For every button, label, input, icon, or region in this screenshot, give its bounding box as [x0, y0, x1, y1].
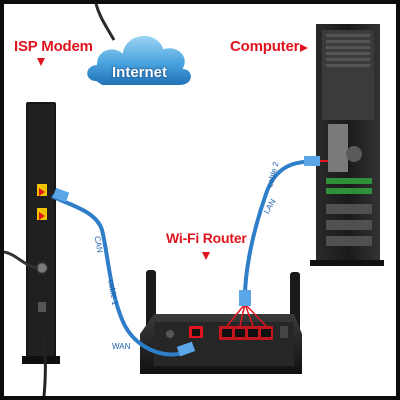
computer-label: Computer	[230, 38, 300, 55]
diagram-canvas	[4, 4, 384, 396]
router-arrow	[202, 252, 210, 260]
internet-cable	[94, 4, 116, 41]
modem-icon	[22, 102, 60, 364]
wifi-router-label: Wi-Fi Router	[166, 230, 247, 246]
lan-fan-lines	[226, 303, 267, 327]
isp-modem-label: ISP Modem	[14, 38, 93, 55]
computer-tower-icon	[310, 24, 384, 266]
cable-1	[51, 194, 187, 357]
router-icon	[140, 270, 302, 374]
network-diagram: ISP Modem Internet Computer Wi-Fi Router…	[4, 4, 396, 396]
wan-label: WAN	[112, 342, 131, 351]
computer-arrow	[300, 44, 308, 52]
cloud-icon	[85, 33, 193, 87]
internet-label: Internet	[112, 64, 168, 81]
modem-arrow	[37, 58, 45, 66]
cable-2	[242, 159, 317, 305]
